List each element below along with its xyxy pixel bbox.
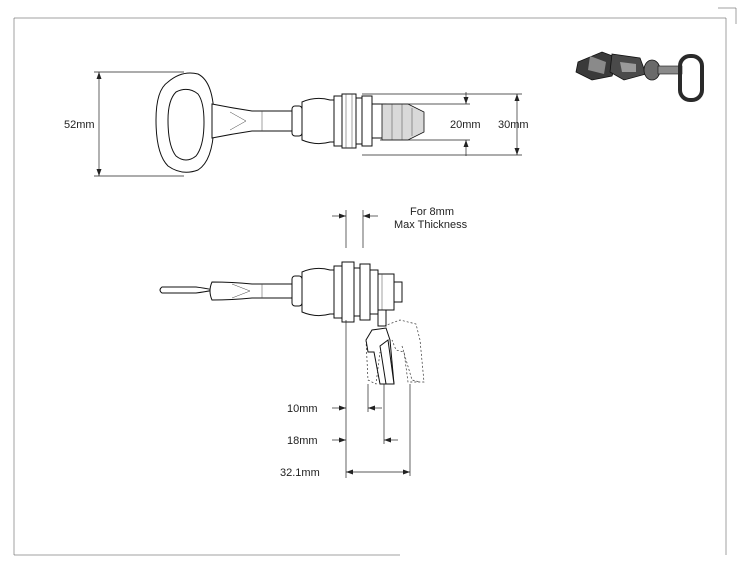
dim-label-18mm: 18mm: [287, 435, 318, 447]
dim-label-30mm: 30mm: [498, 119, 529, 131]
top-view-lock: [155, 72, 425, 173]
max-thickness-line2: Max Thickness: [394, 219, 468, 231]
drawing-frame: [13, 7, 737, 556]
dimension-30mm: 30mm: [362, 93, 529, 156]
dimension-max-thickness: For 8mm Max Thickness: [332, 206, 468, 248]
max-thickness-line1: For 8mm: [410, 206, 454, 218]
dimension-offsets: 10mm 18mm 32.1mm: [280, 320, 411, 479]
dim-label-32-1mm: 32.1mm: [280, 467, 320, 479]
dim-label-20mm: 20mm: [450, 119, 481, 131]
isometric-lock-render: [575, 51, 704, 102]
dimension-52mm: 52mm: [64, 71, 184, 177]
dim-label-52mm: 52mm: [64, 119, 95, 131]
side-view-lock: [159, 261, 425, 385]
dimension-20mm: 20mm: [380, 92, 481, 156]
dim-label-10mm: 10mm: [287, 403, 318, 415]
